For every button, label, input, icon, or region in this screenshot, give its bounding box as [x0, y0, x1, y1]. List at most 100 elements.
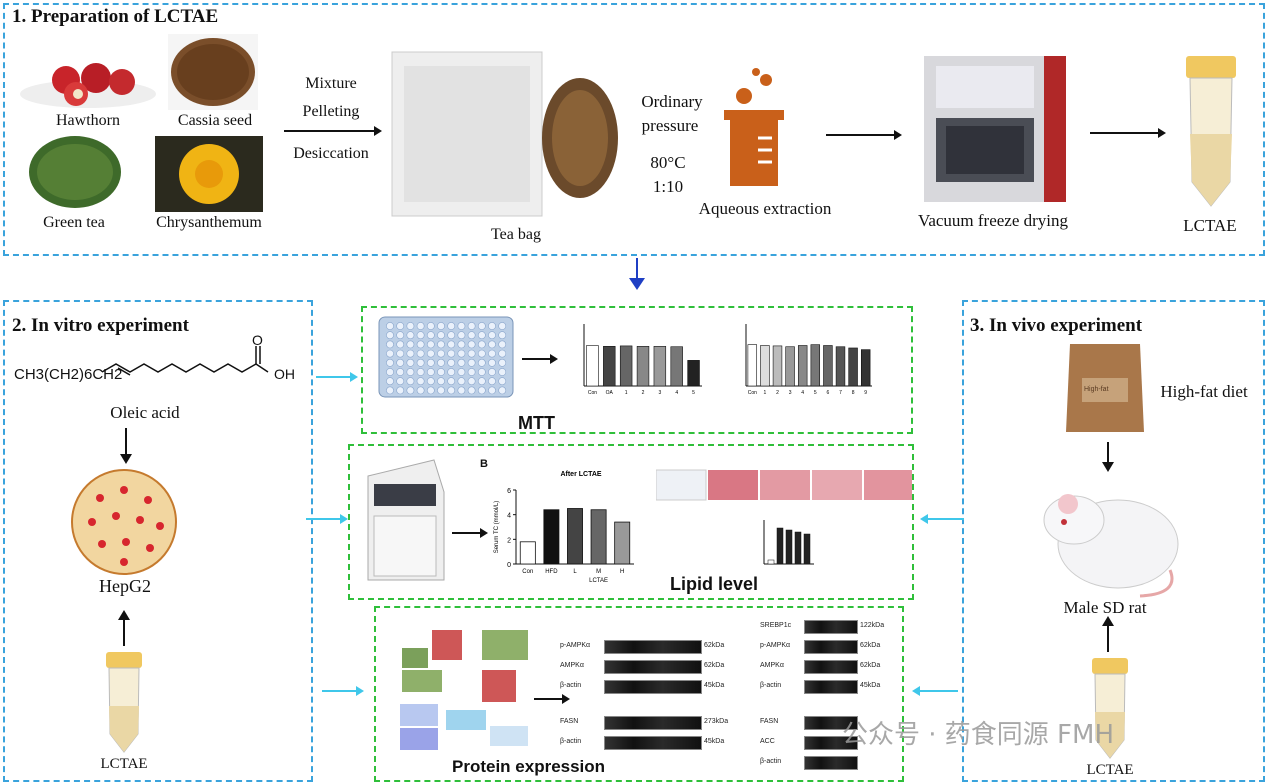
bar — [785, 346, 795, 387]
plate-well — [426, 340, 435, 349]
blot-marker: AMPKα — [560, 662, 584, 669]
plate-well — [416, 340, 425, 349]
plate-well — [447, 340, 456, 349]
mini-chart — [763, 520, 814, 565]
plate-well — [416, 368, 425, 376]
blot-band — [604, 736, 702, 750]
lctae-tube-left — [102, 650, 146, 754]
arrow-lctae-rat — [1102, 616, 1114, 652]
arrow-plate-mtt — [522, 354, 558, 364]
ordinary-label: Ordinary — [641, 92, 703, 111]
pressure-label: pressure — [641, 116, 699, 135]
blot-band — [604, 680, 702, 694]
plate-well — [477, 368, 486, 376]
plate-well — [396, 322, 405, 330]
bar — [848, 347, 858, 387]
plate-well — [488, 331, 496, 340]
tick-label: 2 — [642, 390, 645, 396]
tick-label: 9 — [864, 390, 867, 396]
plate-well — [477, 322, 486, 330]
plate-well — [426, 368, 435, 376]
desiccation-label: Desiccation — [293, 145, 369, 162]
plate-well — [406, 377, 415, 386]
lctae-label-left: LCTAE — [100, 756, 148, 772]
arrow-to-dryer — [826, 130, 902, 140]
blot-band — [604, 716, 702, 730]
green-tea-label: Green tea — [43, 214, 105, 231]
plate-well — [447, 386, 456, 395]
blot-kda: 62kDa — [860, 642, 881, 649]
bar — [760, 345, 770, 387]
blot-band — [604, 660, 702, 674]
plate-well — [447, 322, 456, 330]
lctae-tube-right — [1088, 656, 1132, 760]
tick-label: Con — [588, 390, 597, 396]
tick-label: 7 — [839, 390, 842, 396]
plate-well — [498, 368, 507, 376]
plate-well — [467, 386, 476, 395]
plate-well — [396, 386, 405, 395]
plate-well — [467, 340, 476, 349]
blot-kda: 122kDa — [860, 622, 885, 629]
tick-label: 4 — [675, 390, 678, 396]
analyzer-image — [364, 456, 446, 584]
plate-well — [498, 358, 507, 367]
blot-band — [604, 640, 702, 654]
hepg2-label: HepG2 — [99, 576, 151, 596]
plate-well — [467, 349, 476, 358]
blot-band — [804, 620, 858, 634]
tick-label: 6 — [827, 390, 830, 396]
tick-label: 2 — [776, 390, 779, 396]
hepg2-cell-icon — [70, 468, 178, 576]
rat-image — [1030, 474, 1186, 598]
bar — [687, 360, 700, 387]
plate-well — [437, 386, 445, 395]
plate-well — [498, 331, 507, 340]
mtt-panel — [361, 306, 913, 434]
cassia-label: Cassia seed — [177, 112, 253, 129]
arrow-lctae-hepg2 — [118, 610, 130, 646]
blot-marker: FASN — [560, 718, 579, 725]
plate-well — [498, 322, 507, 330]
plate-well — [477, 358, 486, 367]
plate-well — [447, 368, 456, 376]
chrysanthemum-label: Chrysanthemum — [156, 214, 262, 231]
arrow-to-lctae — [1090, 128, 1166, 138]
plate-well — [447, 331, 456, 340]
down-arrow — [629, 258, 645, 290]
blot-marker: p-AMPKα — [760, 642, 791, 649]
plate-well — [386, 340, 394, 349]
bar — [619, 345, 633, 387]
bar — [860, 349, 871, 387]
bar — [653, 346, 667, 387]
mixture-label: Mixture — [305, 75, 357, 92]
plate-well — [467, 368, 476, 376]
plate-well — [396, 331, 405, 340]
plate-well — [447, 358, 456, 367]
plate-well — [447, 377, 456, 386]
lipid-label: Lipid level — [670, 574, 759, 594]
oleic-structure: CH3(CH2)6CH2 O OH — [12, 332, 302, 394]
tc-bar — [590, 509, 607, 565]
bar — [810, 344, 821, 387]
tick-label: 3 — [658, 390, 661, 396]
tick-label: 5 — [814, 390, 817, 396]
plate-well — [406, 322, 415, 330]
plate-well — [457, 349, 466, 358]
plate-well — [426, 349, 435, 358]
tc-bar — [614, 521, 631, 565]
blot-kda: 273kDa — [704, 718, 729, 725]
bar — [603, 346, 616, 387]
blot-kda: 45kDa — [704, 738, 725, 745]
plate-well — [416, 358, 425, 367]
temperature-label: 80°C — [650, 153, 686, 172]
preparation-panel — [3, 3, 1265, 256]
plate-well — [437, 368, 445, 376]
plate-well — [416, 377, 425, 386]
blot-kda: 45kDa — [860, 682, 881, 689]
plate-well — [498, 349, 507, 358]
plate-well — [386, 386, 394, 395]
x-tick-label: H — [620, 569, 624, 575]
plate-well — [457, 358, 466, 367]
